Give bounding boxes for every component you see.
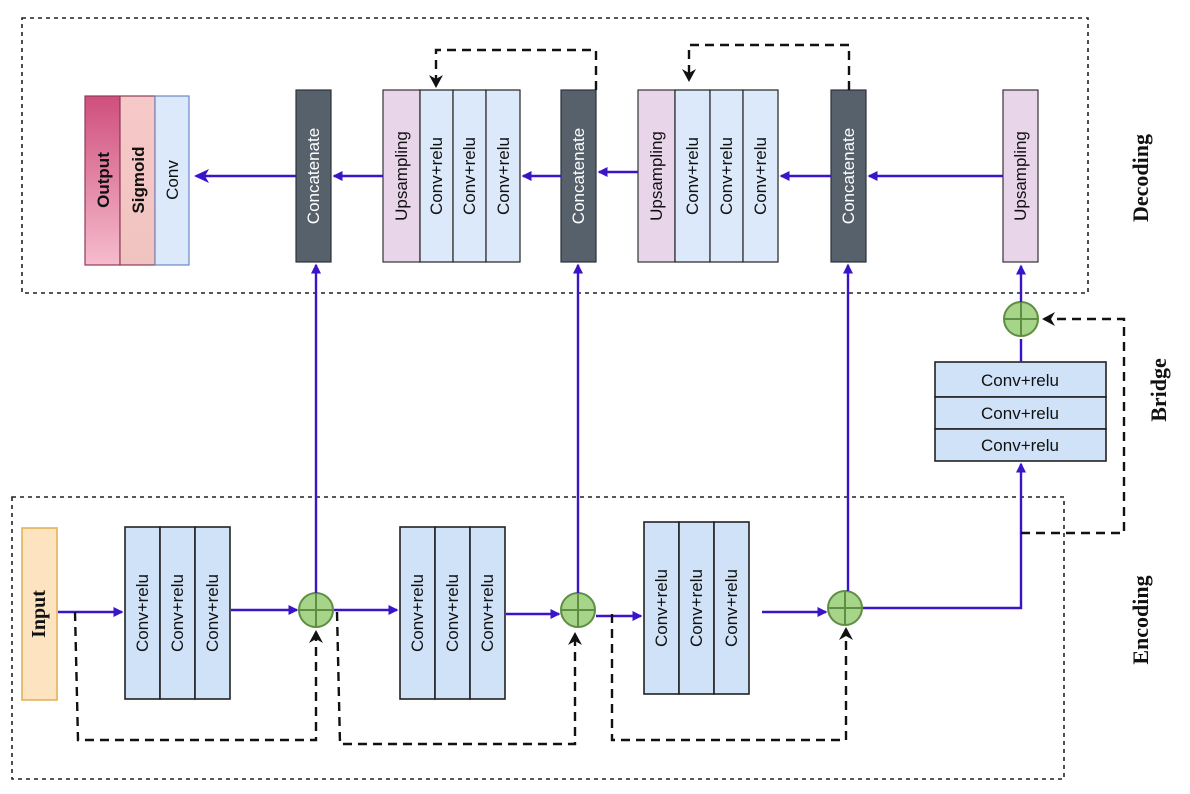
upsampling-label-top: Upsampling [1011, 131, 1030, 221]
encoding-label: Encoding [1128, 575, 1153, 664]
concatenate-label-2: Concatenate [569, 128, 588, 224]
residual-bridge [1021, 312, 1126, 535]
encoder-block-2: Conv+relu Conv+relu Conv+relu [399, 526, 506, 700]
decoding-frame [21, 17, 1089, 294]
decoder-block-2: Upsampling Conv+relu Conv+relu Conv+relu [637, 89, 779, 263]
output-label: Output [94, 152, 113, 208]
enc3-layer-3: Conv+relu [722, 569, 741, 647]
enc2-layer-2: Conv+relu [443, 574, 462, 652]
encoder-block-3: Conv+relu Conv+relu Conv+relu [643, 521, 750, 695]
enc2-layer-1: Conv+relu [408, 574, 427, 652]
output-head: Output Sigmoid Conv [84, 95, 190, 266]
decoder-block-1: Upsampling Conv+relu Conv+relu Conv+relu [382, 89, 521, 263]
enc3-layer-1: Conv+relu [652, 569, 671, 647]
bridge-layer-1: Conv+relu [981, 371, 1059, 390]
dec2-layer-3: Conv+relu [751, 137, 770, 215]
dec1-layer-3: Conv+relu [494, 137, 513, 215]
residual-decoder-2 [682, 43, 851, 90]
bridge-block: Conv+relu Conv+relu Conv+relu [934, 361, 1107, 462]
concatenate-block-1: Concatenate [295, 89, 332, 263]
bridge-label: Bridge [1146, 358, 1171, 422]
dec2-layer-2: Conv+relu [717, 137, 736, 215]
residual-decoder-1 [429, 48, 598, 90]
dec2-layer-1: Conv+relu [683, 137, 702, 215]
enc1-layer-2: Conv+relu [168, 574, 187, 652]
residual-2 [335, 611, 582, 746]
add-node-bridge [1003, 301, 1039, 337]
encoder-block-1: Conv+relu Conv+relu Conv+relu [124, 526, 231, 700]
concatenate-block-2: Concatenate [560, 89, 597, 263]
arrow-add3-bridge [863, 462, 1026, 610]
residual-3 [610, 614, 853, 742]
conv-label: Conv [163, 160, 182, 200]
concatenate-label-1: Concatenate [304, 128, 323, 224]
encoding-frame [11, 496, 1065, 780]
dec1-layer-2: Conv+relu [460, 137, 479, 215]
concatenate-label-3: Concatenate [839, 128, 858, 224]
dec2-upsampling: Upsampling [647, 131, 666, 221]
bridge-layer-3: Conv+relu [981, 436, 1059, 455]
dec1-layer-1: Conv+relu [427, 137, 446, 215]
add-node-3 [827, 590, 863, 626]
residual-1 [73, 611, 323, 742]
bridge-layer-2: Conv+relu [981, 404, 1059, 423]
dec1-upsampling: Upsampling [392, 131, 411, 221]
upsampling-block-top: Upsampling [1002, 89, 1039, 263]
input-block: Input [21, 527, 58, 701]
add-node-2 [560, 592, 596, 628]
input-label: Input [28, 590, 50, 638]
enc3-layer-2: Conv+relu [687, 569, 706, 647]
concatenate-block-3: Concatenate [830, 89, 867, 263]
sigmoid-label: Sigmoid [129, 146, 148, 213]
enc1-layer-3: Conv+relu [203, 574, 222, 652]
enc1-layer-1: Conv+relu [133, 574, 152, 652]
enc2-layer-3: Conv+relu [478, 574, 497, 652]
add-node-1 [298, 592, 334, 628]
decoding-label: Decoding [1128, 134, 1153, 222]
